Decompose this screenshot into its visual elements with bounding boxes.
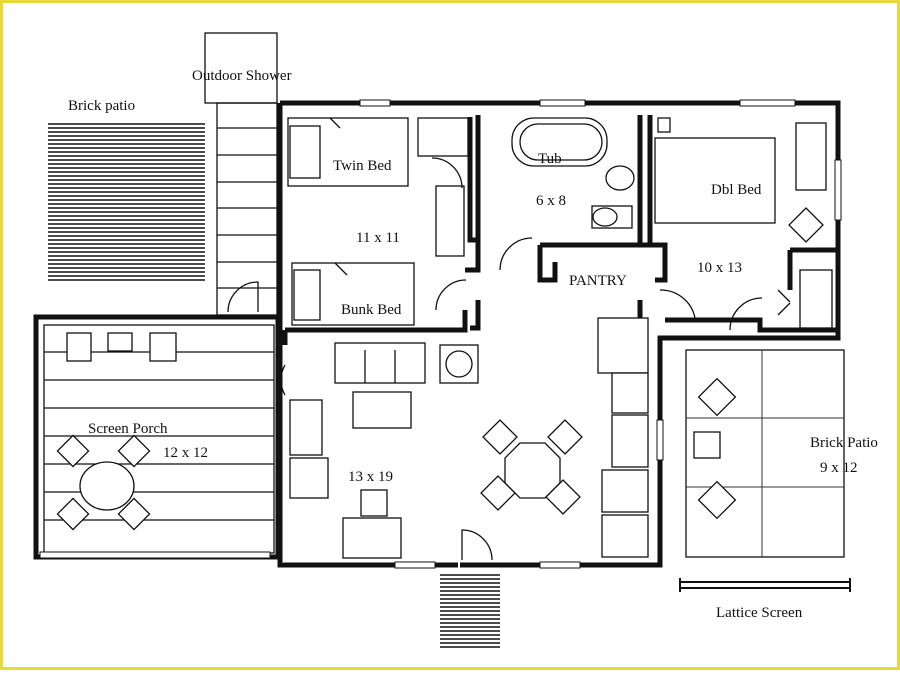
brick-patio-right <box>685 349 845 558</box>
porch-table-chair-3 <box>56 497 90 531</box>
label-twin-bed: Twin Bed <box>333 158 392 174</box>
dresser <box>435 185 465 257</box>
label-screen-porch: Screen Porch <box>88 421 168 437</box>
porch-side-table <box>107 332 133 352</box>
porch-floor-boards <box>44 351 274 521</box>
right-bedroom <box>654 117 833 331</box>
wardrobe <box>795 122 827 191</box>
sink <box>605 165 635 191</box>
dining-table <box>504 442 561 499</box>
range <box>601 514 649 558</box>
desk-chair <box>360 489 388 517</box>
sofa <box>334 342 426 384</box>
label-tub: Tub <box>538 151 562 167</box>
bedroom-closet <box>799 269 833 329</box>
label-outdoor-shower: Outdoor Shower <box>192 68 292 84</box>
label-dbl-bed: Dbl Bed <box>711 182 762 198</box>
living-chair-2 <box>289 457 329 499</box>
label-lattice-screen: Lattice Screen <box>716 605 803 621</box>
label-bunk-bed: Bunk Bed <box>341 302 402 318</box>
bathroom <box>499 117 635 271</box>
fridge <box>611 372 649 414</box>
patio-chair-2 <box>697 480 737 520</box>
porch-table-chair-1 <box>56 434 90 468</box>
porch-table-chair-2 <box>117 434 151 468</box>
patio-chair-1 <box>697 377 737 417</box>
bedroom-chair <box>788 207 824 243</box>
double-bed <box>654 137 776 224</box>
label-brick-patio-right: Brick Patio <box>810 435 878 451</box>
night-stand <box>657 117 671 133</box>
lattice-screen <box>679 578 851 592</box>
screen-porch <box>33 314 281 560</box>
shower-walkway <box>216 102 278 316</box>
dining-chair-2 <box>547 419 583 455</box>
label-brick-patio-right-size: 9 x 12 <box>820 460 858 476</box>
kitchen-counter-1 <box>597 317 649 374</box>
entry-steps-hatch <box>440 574 500 648</box>
label-left-bedroom-size: 11 x 11 <box>356 230 400 246</box>
living-area <box>280 317 649 561</box>
living-chair-1 <box>289 399 323 456</box>
porch-chair-1 <box>66 332 92 362</box>
patio-table <box>693 431 721 459</box>
bathtub <box>511 117 608 167</box>
left-bedroom <box>287 117 469 326</box>
label-bath-size: 6 x 8 <box>536 193 566 209</box>
desk <box>342 517 402 559</box>
porch-table-chair-4 <box>117 497 151 531</box>
porch-chair-2 <box>149 332 177 362</box>
coffee-table <box>352 391 412 429</box>
label-brick-patio-left: Brick patio <box>68 98 135 114</box>
dining-chair-3 <box>480 475 516 511</box>
label-pantry: PANTRY <box>569 273 627 289</box>
brick-patio-left-hatch <box>48 123 205 281</box>
dining-chair-1 <box>482 419 518 455</box>
label-living-size: 13 x 19 <box>348 469 393 485</box>
kitchen-counter-2 <box>601 469 649 513</box>
label-right-bedroom-size: 10 x 13 <box>697 260 742 276</box>
windows <box>39 99 842 569</box>
closet <box>417 117 469 157</box>
dining-chair-4 <box>545 479 581 515</box>
label-screen-porch-size: 12 x 12 <box>163 445 208 461</box>
kitchen-sink <box>611 414 649 468</box>
porch-round-table <box>79 461 135 511</box>
toilet <box>591 205 633 229</box>
